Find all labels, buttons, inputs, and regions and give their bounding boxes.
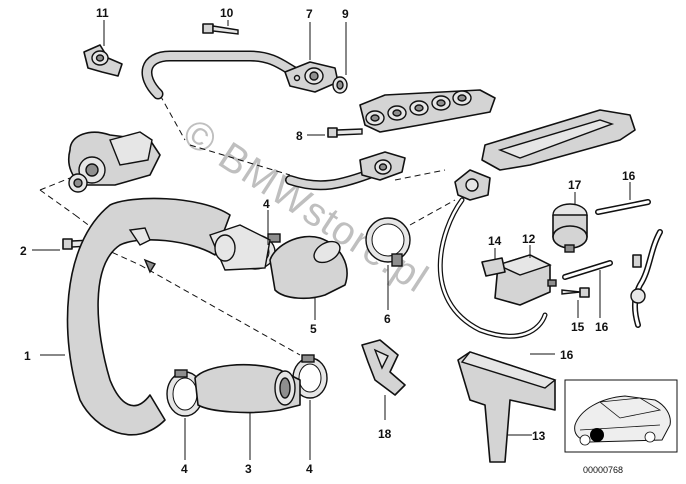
part-17-filter <box>552 203 588 253</box>
part-15-screw <box>561 287 590 298</box>
part-12-valve <box>494 254 557 306</box>
callout-5: 5 <box>310 322 317 336</box>
mid-pipe <box>285 151 406 191</box>
callout-18: 18 <box>378 427 392 441</box>
part-10-bolt <box>202 23 239 35</box>
part-16-vacuum-hose-long <box>437 197 548 339</box>
leader-lines <box>32 20 631 460</box>
callout-7: 7 <box>306 7 313 21</box>
part-14-connector <box>481 257 506 277</box>
turbocharger <box>68 131 161 193</box>
intake-manifold <box>481 109 636 171</box>
callout-16-middle: 16 <box>595 320 609 334</box>
part-4-clamp-lower-left <box>166 369 204 417</box>
part-13-bracket <box>457 351 557 463</box>
part-3-hose <box>194 363 301 414</box>
car-locator-thumbnail <box>564 379 678 453</box>
part-5-elbow-hose <box>209 224 348 300</box>
part-18-clip <box>361 339 406 396</box>
part-6-clamp <box>365 217 411 267</box>
part-11-clamp <box>83 44 123 77</box>
callout-10: 10 <box>220 6 234 20</box>
callout-1: 1 <box>24 349 31 363</box>
vacuum-hose-right <box>630 229 663 328</box>
callout-8: 8 <box>296 129 303 143</box>
callout-16-top: 16 <box>622 169 636 183</box>
part-7-flange <box>284 61 339 93</box>
part-4-clamp-lower-right <box>292 354 328 399</box>
callout-4-lower-left: 4 <box>181 462 188 476</box>
callout-6: 6 <box>384 312 391 326</box>
callouts: 1 2 3 4 4 4 5 6 7 8 9 10 11 12 13 14 15 … <box>20 6 636 476</box>
callout-4-lower-right: 4 <box>306 462 313 476</box>
upper-pipe <box>141 50 306 100</box>
part-1-large-hose <box>66 197 231 436</box>
callout-14: 14 <box>488 234 502 248</box>
callout-3: 3 <box>245 462 252 476</box>
diagram-id: 00000768 <box>583 465 623 475</box>
part-9-gasket <box>332 76 348 94</box>
exhaust-manifold <box>359 89 496 133</box>
part-8-bolt <box>327 127 363 138</box>
callout-4-upper: 4 <box>263 197 270 211</box>
callout-17: 17 <box>568 178 582 192</box>
callout-16-lower: 16 <box>560 348 574 362</box>
callout-13: 13 <box>532 429 546 443</box>
callout-9: 9 <box>342 7 349 21</box>
part-16-hose-short-upper <box>595 199 651 215</box>
callout-2: 2 <box>20 244 27 258</box>
pressure-fitting <box>454 169 491 201</box>
part-16-hose-short-lower <box>562 260 613 280</box>
callout-15: 15 <box>571 320 585 334</box>
callout-11: 11 <box>96 6 109 20</box>
callout-12: 12 <box>522 232 536 246</box>
